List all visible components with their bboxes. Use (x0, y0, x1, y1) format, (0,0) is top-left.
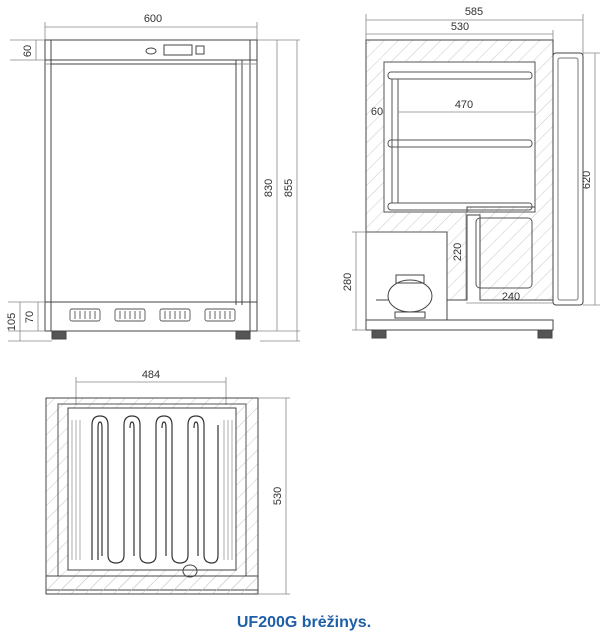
top-width-label: 484 (142, 369, 160, 381)
drain-fitting (182, 564, 198, 578)
front-top-panel-label: 60 (22, 45, 34, 57)
front-foot-right (235, 330, 251, 340)
front-door (50, 63, 237, 303)
top-view: 484 530 (45, 369, 290, 595)
side-base (365, 319, 554, 331)
top-base-plate (45, 575, 259, 595)
compressor (376, 274, 433, 319)
side-compressor-height-label: 280 (342, 273, 354, 291)
drawing-caption: UF200G brėžinys. (236, 614, 372, 631)
side-view: 585 530 470 60 620 (342, 6, 600, 339)
top-depth-label: 530 (272, 487, 284, 505)
control-display (163, 44, 193, 56)
side-total-depth-label: 585 (465, 6, 483, 18)
logo-badge (145, 47, 157, 55)
side-door (552, 52, 584, 306)
side-step-depth-label: 240 (502, 291, 520, 303)
front-width-label: 600 (144, 13, 162, 25)
front-plinth-label: 105 (6, 313, 18, 331)
top-frame (45, 397, 259, 591)
front-total-height-label: 855 (283, 179, 295, 197)
side-foot-left (371, 329, 387, 339)
wire-shelves (387, 71, 533, 289)
side-door-height-label: 620 (581, 171, 593, 189)
compressor-bay (365, 231, 448, 321)
side-foot-right (537, 329, 553, 339)
evaporator-coil (91, 415, 219, 564)
ventilation-grille (69, 308, 236, 322)
side-shelf-depth-label: 470 (455, 99, 473, 111)
side-cabinet-depth-label: 530 (451, 21, 469, 33)
front-cabinet (44, 39, 258, 332)
side-step-height-label: 220 (452, 243, 464, 261)
front-grille-label: 70 (24, 311, 36, 323)
control-button (195, 45, 205, 55)
front-body-height-label: 830 (263, 179, 275, 197)
side-top-offset-label: 60 (371, 106, 383, 118)
front-foot-left (51, 330, 67, 340)
front-view: 600 (6, 13, 300, 342)
side-grilles (71, 420, 233, 560)
